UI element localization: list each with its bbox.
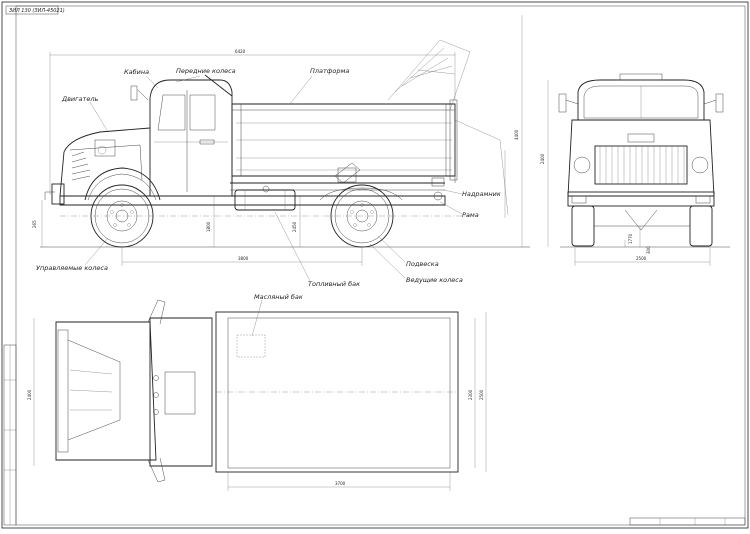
dim-plan-width-outer: 2500: [479, 389, 484, 400]
label-upravlyaemye-kolesa: Управляемые колеса: [36, 264, 108, 272]
binding-strip: [3, 344, 17, 526]
label-kabina: Кабина: [124, 68, 149, 76]
label-toplivnyi-bak: Топливный бак: [308, 280, 360, 288]
label-podveska: Подвеска: [406, 260, 439, 268]
truck-front-view-icon: [547, 73, 730, 266]
dim-front-track: 1800: [206, 221, 211, 232]
dim-front-clearance: 300: [646, 246, 651, 254]
dim-front-axle: 1770: [628, 233, 633, 244]
dim-plan-length: 3700: [335, 481, 346, 486]
label-platforma: Платформа: [310, 67, 349, 75]
dim-cab-width: 2400: [27, 389, 32, 400]
dim-overall-length: 6420: [235, 49, 246, 54]
label-maslyanyi-bak: Масляный бак: [254, 293, 303, 301]
dim-ground-clearance: 265: [32, 220, 37, 228]
stamp-text: ЗИЛ 130 (ЗИЛ-45021): [9, 8, 65, 14]
truck-top-view-icon: [33, 299, 487, 491]
truck-side-view-icon: [40, 39, 530, 248]
dim-plan-width: 2300: [468, 389, 473, 400]
drawing-border: [15, 5, 746, 526]
label-vedushie-kolesa: Ведущие колеса: [406, 276, 463, 284]
label-dvigatel: Двигатель: [61, 95, 98, 103]
dim-wheelbase: 3800: [238, 256, 249, 261]
title-block: [629, 517, 746, 526]
dim-tipped-height: 4400: [514, 129, 519, 140]
label-nadramnik: Надрамник: [462, 190, 501, 198]
dim-rear-overhang: 2450: [292, 221, 297, 232]
side-view-dimensions: 6420 3800 265 4400 1800 2450: [32, 15, 523, 282]
stamp-box: ЗИЛ 130 (ЗИЛ-45021): [5, 5, 65, 15]
dim-front-width: 2500: [636, 256, 647, 261]
label-perednie-kolesa: Передние колеса: [176, 67, 236, 75]
dim-front-height: 2400: [540, 153, 545, 164]
label-rama: Рама: [462, 211, 479, 219]
